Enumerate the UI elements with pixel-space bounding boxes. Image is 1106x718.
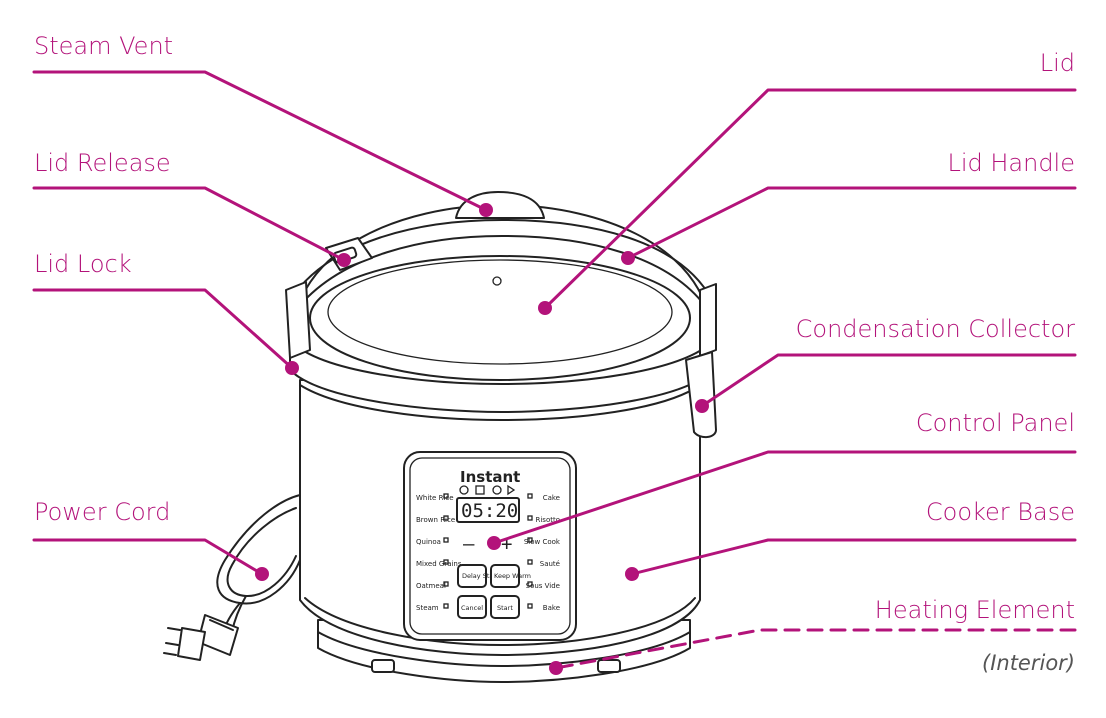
mode-indicator xyxy=(527,493,533,499)
mode-indicator xyxy=(527,515,533,521)
mode-indicator xyxy=(443,603,449,609)
mode-indicator xyxy=(527,537,533,543)
panel-brand: Instant xyxy=(460,468,520,486)
callout-labels: Steam Vent Lid Release Lid Lock Power Co… xyxy=(34,32,1075,675)
label-condensation-collector: Condensation Collector xyxy=(796,315,1076,343)
dot-control-panel xyxy=(487,536,501,550)
mode-label: Sauté xyxy=(540,560,560,568)
leader-heating-element xyxy=(554,628,1077,670)
keep-warm-button[interactable] xyxy=(490,564,520,588)
leader-lid-release xyxy=(32,186,346,262)
mode-indicator xyxy=(527,581,533,587)
mode-label: Steam xyxy=(416,604,439,612)
plus-button[interactable]: + xyxy=(501,533,512,555)
leader-power-cord xyxy=(32,538,264,576)
lcd-display: 05:20 xyxy=(461,500,518,522)
leader-lid-lock xyxy=(32,288,294,370)
leader-cooker-base xyxy=(630,538,1077,576)
dot-lid-release xyxy=(337,253,351,267)
leader-lid-handle xyxy=(626,186,1077,260)
dot-lid-handle xyxy=(621,251,635,265)
label-lid: Lid xyxy=(1040,49,1075,77)
mode-indicator xyxy=(443,581,449,587)
label-power-cord: Power Cord xyxy=(34,498,170,526)
leader-lines xyxy=(32,70,1077,675)
mode-indicator xyxy=(443,493,449,499)
leader-lid xyxy=(543,88,1077,310)
dot-power-cord xyxy=(255,567,269,581)
leader-steam-vent xyxy=(32,70,488,212)
label-interior-note: (Interior) xyxy=(982,651,1075,675)
mode-indicator xyxy=(527,559,533,565)
mode-label: White Rice xyxy=(416,494,454,502)
mode-label: Quinoa xyxy=(416,538,441,546)
leader-condensation-collector xyxy=(700,353,1077,408)
dot-cooker-base xyxy=(625,567,639,581)
mode-indicator xyxy=(527,603,533,609)
dot-condensation-collector xyxy=(695,399,709,413)
mode-label: Sous Vide xyxy=(526,582,560,590)
dot-lid-lock xyxy=(285,361,299,375)
mode-indicator xyxy=(443,559,449,565)
mode-indicator xyxy=(443,537,449,543)
dot-steam-vent xyxy=(479,203,493,217)
cancel-button[interactable] xyxy=(457,595,487,619)
keep-warm-label: Keep Warm xyxy=(494,572,531,580)
cancel-label: Cancel xyxy=(461,604,483,612)
mode-indicator xyxy=(443,515,449,521)
label-lid-handle: Lid Handle xyxy=(947,149,1075,177)
dot-lid xyxy=(538,301,552,315)
mode-label: Bake xyxy=(543,604,560,612)
start-button[interactable] xyxy=(490,595,520,619)
mode-label: Mixed Grains xyxy=(416,560,462,568)
mode-label: Risotto xyxy=(535,516,560,524)
label-cooker-base: Cooker Base xyxy=(926,498,1075,526)
minus-button[interactable]: – xyxy=(463,533,475,555)
mode-label: Slow Cook xyxy=(524,538,561,546)
label-lid-release: Lid Release xyxy=(34,149,171,177)
dot-heating-element xyxy=(549,661,563,675)
label-steam-vent: Steam Vent xyxy=(34,32,173,60)
delay-start-label: Delay Start xyxy=(462,572,499,580)
start-label: Start xyxy=(497,604,513,612)
mode-label: Cake xyxy=(543,494,560,502)
label-heating-element: Heating Element xyxy=(875,596,1075,624)
label-lid-lock: Lid Lock xyxy=(34,250,132,278)
leader-control-panel xyxy=(492,450,1077,545)
label-control-panel: Control Panel xyxy=(916,409,1075,437)
mode-label: Brown Rice xyxy=(416,516,455,524)
power-cord-drawing xyxy=(163,494,301,661)
mode-label: Oatmeal xyxy=(416,582,446,590)
delay-start-button[interactable] xyxy=(457,564,487,588)
